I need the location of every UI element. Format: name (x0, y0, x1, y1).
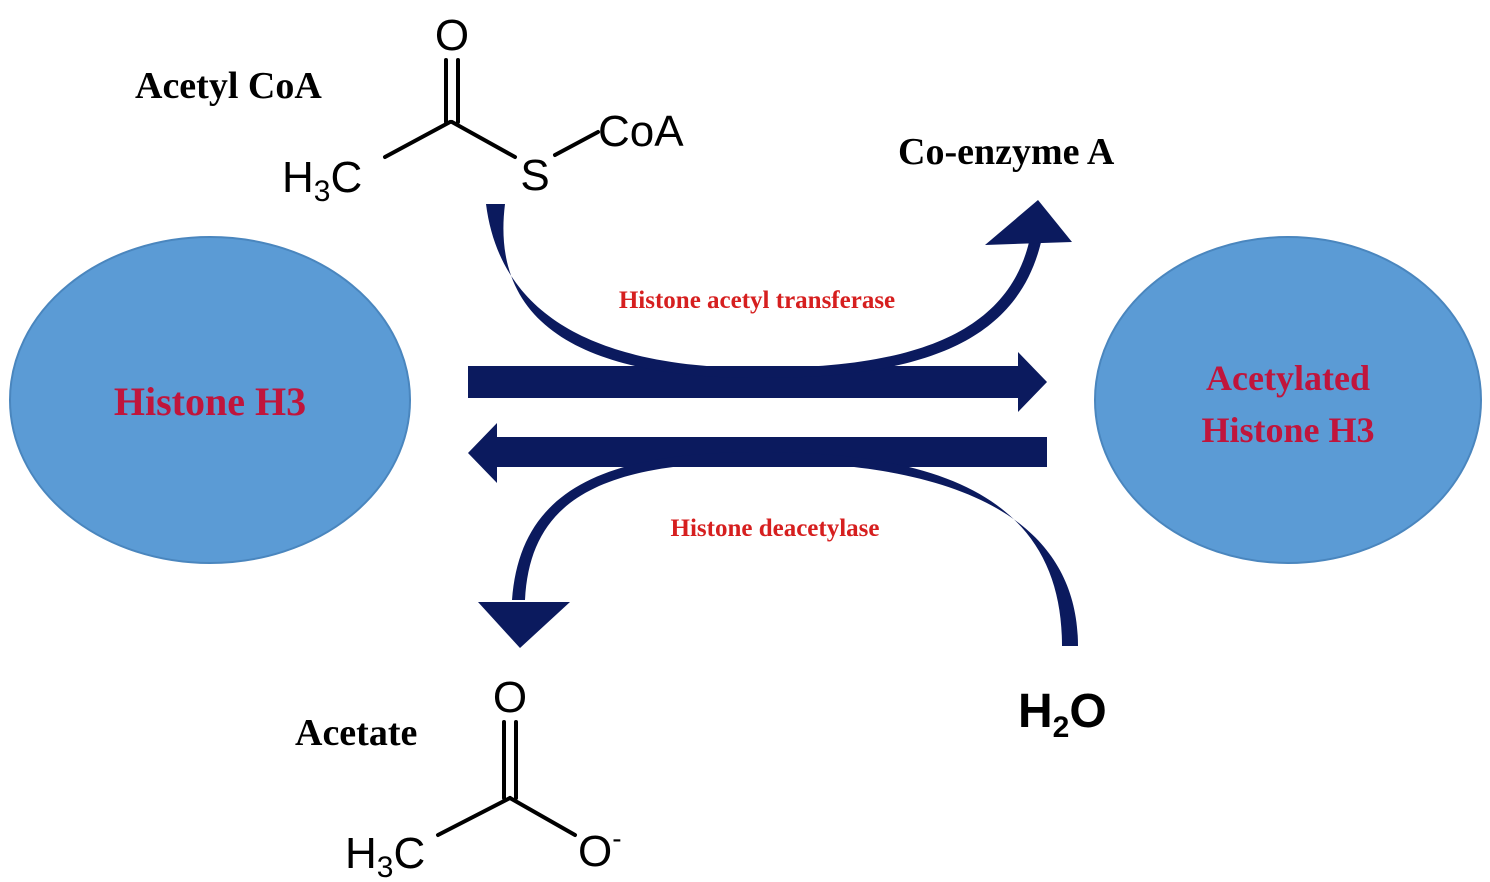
coenzyme-a-label: Co-enzyme A (898, 131, 1115, 173)
acetyl-coa-sulfur: S (520, 151, 549, 200)
arrow-right-icon (468, 352, 1047, 412)
acetyl-coa-methyl: H3C (282, 153, 362, 208)
acetyl-coa-oxygen: O (435, 11, 469, 60)
histone-h3-label: Histone H3 (114, 379, 306, 424)
reverse-enzyme-label: Histone deacetylase (671, 515, 880, 542)
acetate-methyl: H3C (345, 829, 425, 882)
acetylated-histone-h3-node (1094, 236, 1482, 564)
acetate-label: Acetate (295, 712, 417, 754)
acetate-oxygen: O (493, 673, 527, 722)
acetylated-label-line2: Histone H3 (1201, 410, 1374, 450)
acetyl-coa-coa: CoA (598, 107, 684, 156)
arrowhead-icon (478, 602, 570, 648)
acetyl-coa-label: Acetyl CoA (135, 65, 322, 107)
acetyl-coa-structure (383, 58, 600, 159)
water-label: H2O (1018, 685, 1107, 744)
forward-enzyme-label: Histone acetyl transferase (619, 287, 895, 314)
acetylated-label-line1: Acetylated (1206, 358, 1370, 398)
acetate-structure (436, 720, 577, 837)
acetate-oxide: O- (578, 823, 622, 876)
curved-arrow-icon (512, 452, 1078, 646)
histone-h3-node (9, 236, 411, 564)
arrowhead-icon (985, 200, 1072, 245)
